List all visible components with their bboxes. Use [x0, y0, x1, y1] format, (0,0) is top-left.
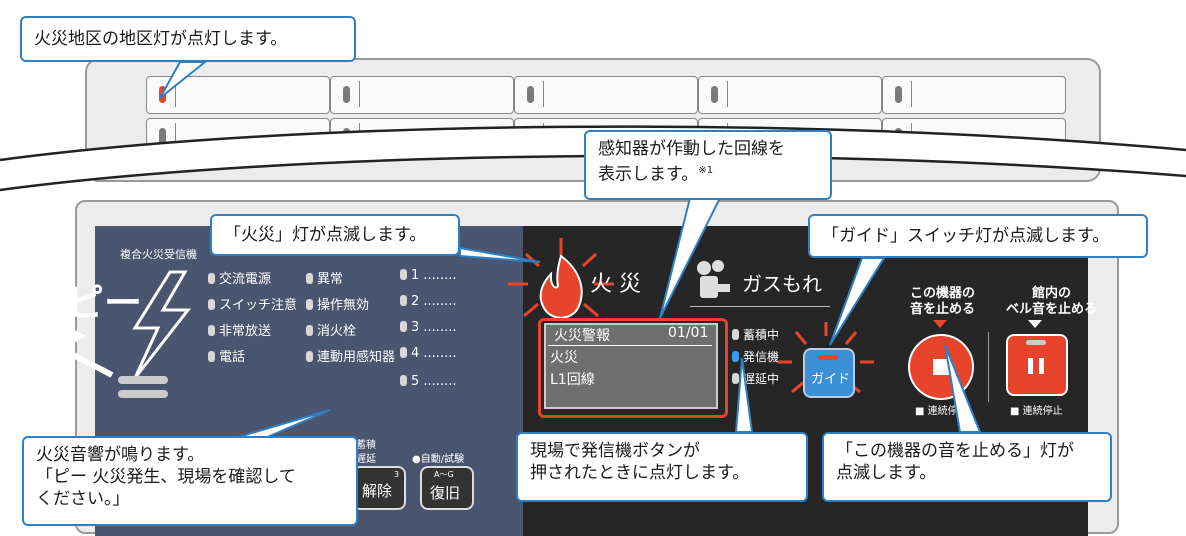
button-divider	[988, 332, 989, 402]
stop-device-label: この機器の音を止める	[910, 286, 976, 317]
indicator-ac-power: 交流電源	[208, 268, 271, 287]
auto-test-label: ●自動/試験	[412, 454, 465, 465]
status-transmitter: 発信機	[732, 348, 779, 365]
circuit-2: 2 ........	[400, 294, 456, 309]
fire-flame-icon	[508, 238, 614, 319]
lcd-display: 火災警報 01/01 火災 L1回線	[544, 323, 718, 409]
zone-lamp	[335, 81, 360, 107]
continuous-stop-2: ■ 連続停止	[1010, 406, 1063, 417]
restore-button[interactable]: A〜G 復旧	[420, 466, 474, 510]
circuit-3: 3 ........	[400, 320, 456, 335]
circuit-5: 5 ........	[400, 374, 456, 389]
guide-button[interactable]: ガイド	[803, 348, 855, 398]
zone-lamp	[887, 81, 912, 107]
status-accumulating: 蓄積中	[732, 326, 779, 343]
callout-transmitter: 現場で発信機ボタンが 押されたときに点灯します。	[516, 432, 808, 502]
stop-bell-arrow	[1028, 320, 1042, 328]
indicator-emergency-broadcast: 非常放送	[208, 320, 271, 339]
fire-gas-divider	[690, 306, 830, 307]
indicator-abnormal: 異常	[306, 268, 343, 287]
zone-slot	[882, 76, 1066, 114]
callout-stop-sound: 「この機器の音を止める」灯が 点滅します。	[822, 432, 1112, 502]
stop-bell-button[interactable]	[1006, 334, 1068, 396]
release-label: 解除	[362, 482, 393, 500]
stop-device-arrow	[933, 320, 947, 328]
indicator-switch-warning: スイッチ注意	[208, 294, 297, 313]
indicator-hydrant: 消火栓	[306, 320, 356, 339]
display-title: 火災警報	[554, 328, 610, 344]
fire-label: 火 災	[590, 272, 641, 297]
display-line1: 火災	[550, 350, 578, 366]
callout-guide-lamp: 「ガイド」スイッチ灯が点滅します。	[808, 214, 1148, 258]
zone-slot	[698, 76, 882, 114]
callout-sensor-line: 感知器が作動した回線を 表示します。※1	[584, 130, 832, 200]
release-num: 3	[394, 470, 400, 479]
continuous-stop-1: ■ 連続停止	[915, 406, 968, 417]
zone-lamp	[151, 123, 176, 149]
indicator-invalid-op: 操作無効	[306, 294, 369, 313]
release-button[interactable]: 3 解除	[352, 466, 406, 510]
sound-text: ピー	[66, 281, 143, 325]
status-delay: 遅延中	[732, 370, 779, 387]
zone-lamp	[703, 81, 728, 107]
circuit-4: 4 ........	[400, 346, 456, 361]
pause-icon-bar1	[1028, 358, 1033, 374]
indicator-linked-sensor: 連動用感知器	[306, 346, 395, 365]
callout-alarm-sound: 火災音響が鳴ります。 「ピー 火災発生、現場を確認して ください。」	[22, 436, 358, 526]
guide-lamp	[818, 355, 838, 360]
display-separator	[548, 345, 712, 346]
indicator-phone: 電話	[208, 346, 245, 365]
accumulate-label: 蓄積	[356, 440, 376, 451]
zone-slot	[330, 76, 514, 114]
gas-label: ガスもれ	[742, 272, 822, 296]
callout-fire-lamp: 「火災」灯が点滅します。	[210, 214, 460, 256]
stop-icon	[933, 359, 949, 375]
pause-icon-bar2	[1039, 358, 1044, 374]
display-page: 01/01	[668, 325, 709, 341]
stop-bell-label: 館内のベル音を止める	[1006, 286, 1098, 317]
guide-label: ガイド	[811, 372, 851, 387]
guide-flash-rays	[778, 322, 874, 394]
restore-label: 復旧	[430, 484, 461, 502]
display-line2: L1回線	[550, 372, 595, 388]
panel-name: 複合火災受信機	[120, 248, 197, 261]
alarm-sound-icon	[26, 270, 192, 398]
stop-bell-lamp	[1026, 340, 1046, 345]
display-highlight	[538, 318, 728, 418]
delay-label: 遅延	[356, 454, 376, 465]
zone-lamp	[519, 81, 544, 107]
restore-key: A〜G	[434, 470, 454, 479]
circuit-1: 1 ........	[400, 268, 456, 283]
zone-slot	[514, 76, 698, 114]
callout-zone-lamp: 火災地区の地区灯が点灯します。	[20, 16, 356, 62]
gas-leak-icon	[697, 260, 730, 298]
